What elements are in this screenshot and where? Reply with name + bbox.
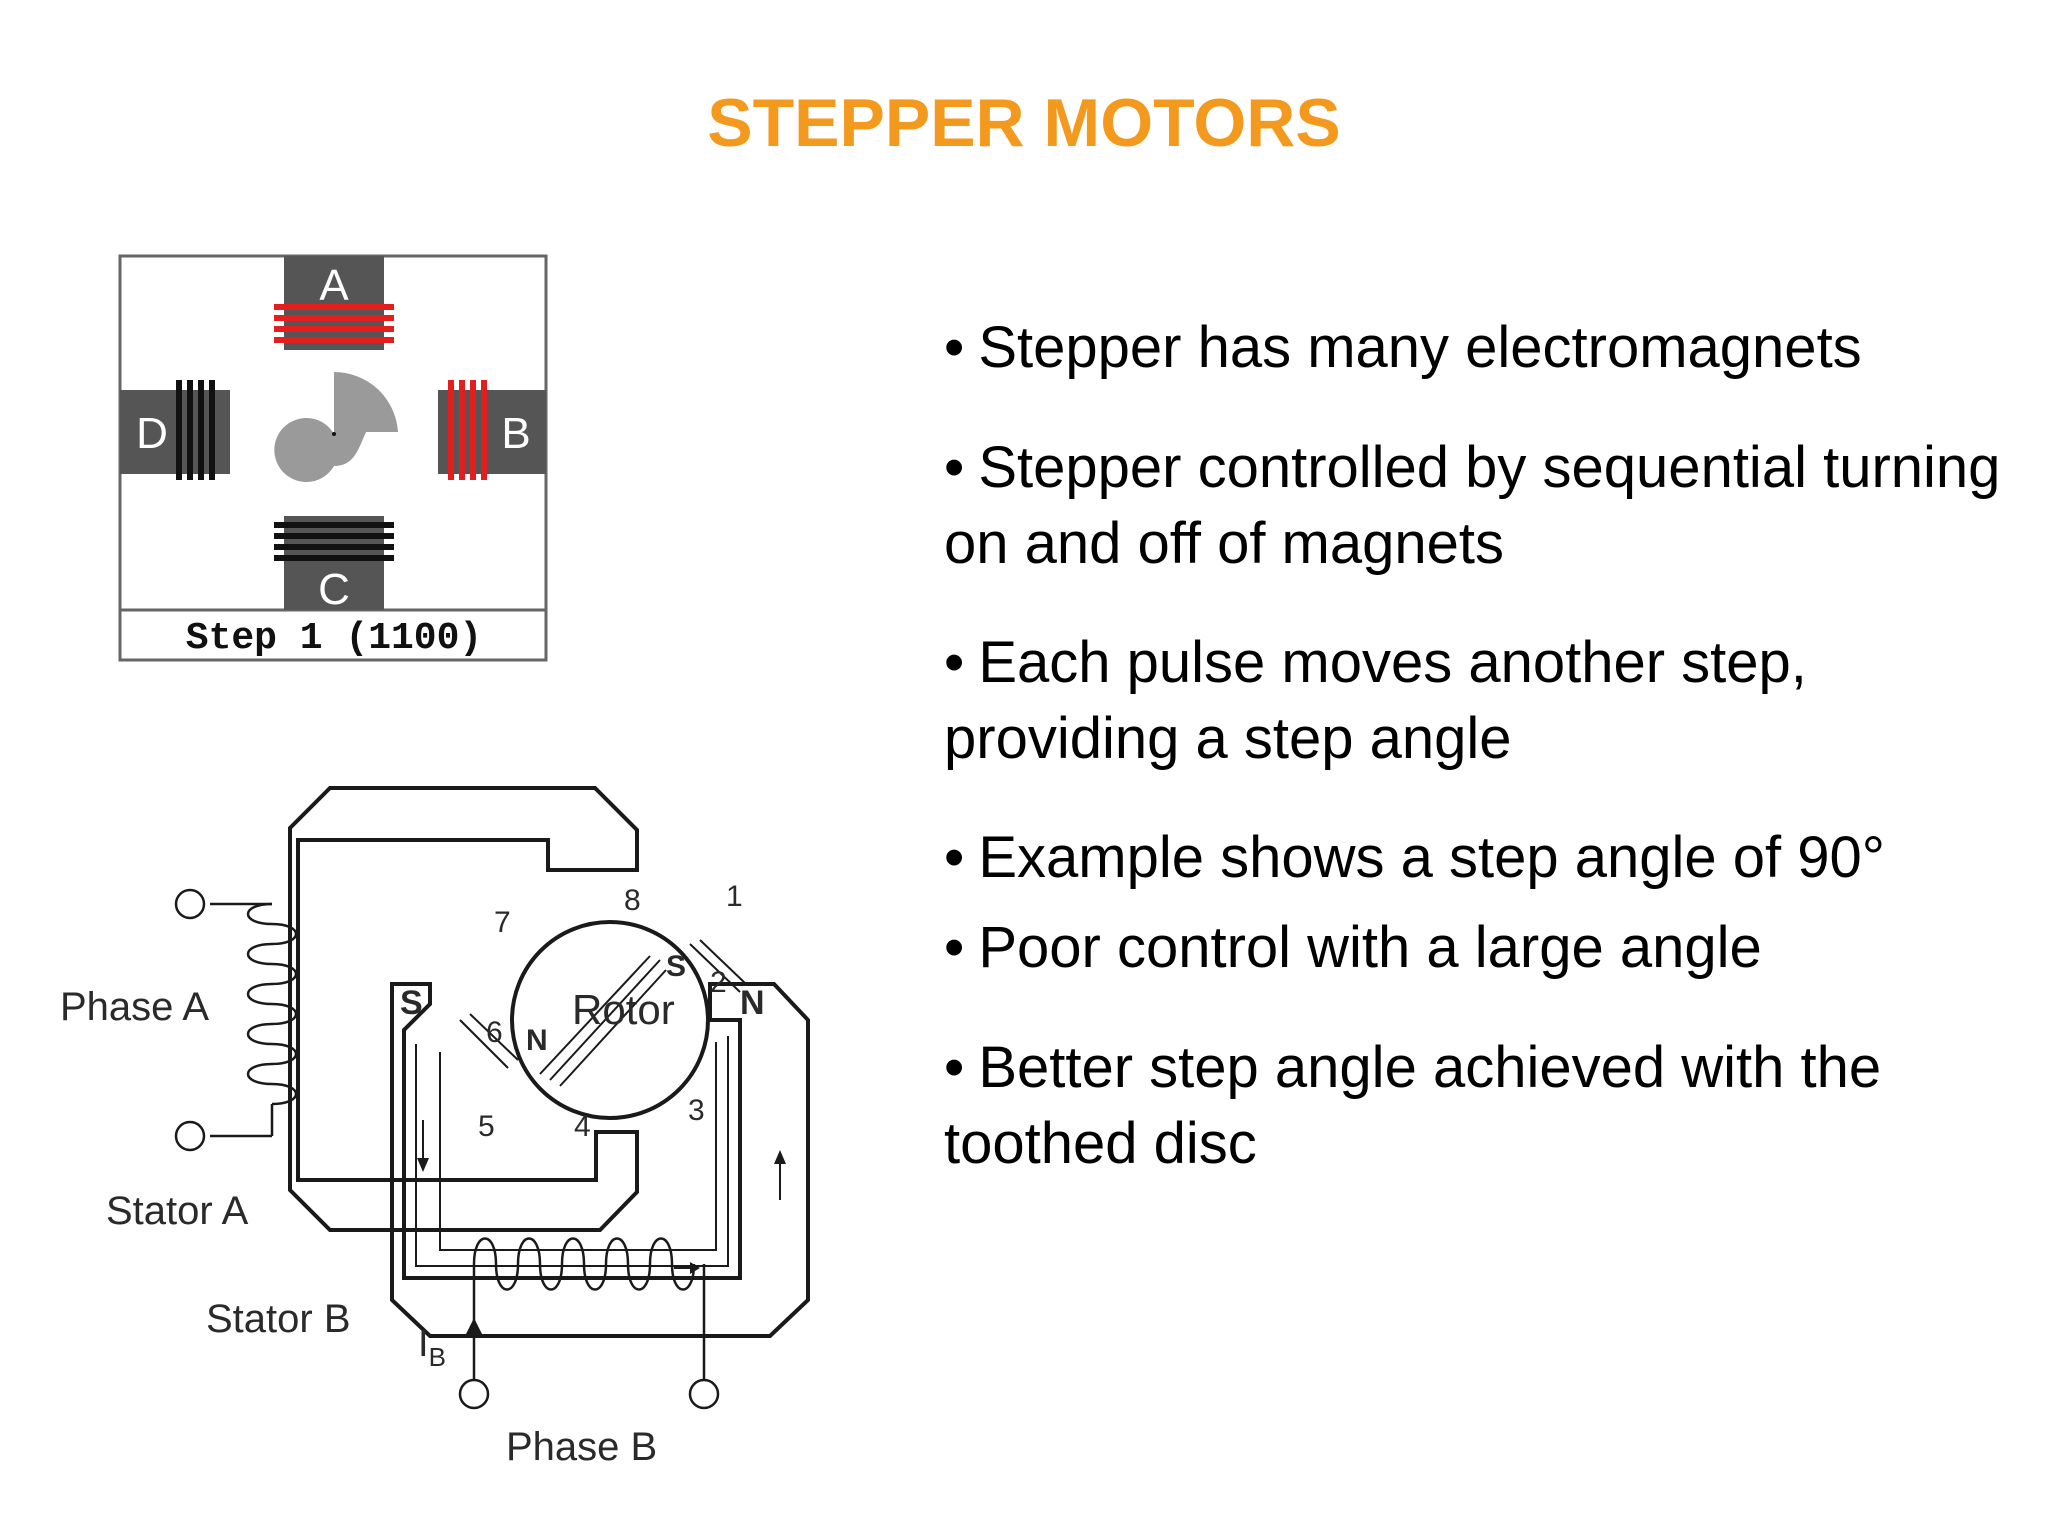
stator-b-outline (390, 982, 810, 1338)
current-b-label: IB (418, 1323, 446, 1372)
bullet-item: •Better step angle achieved with the too… (944, 1035, 1882, 1176)
rotor-label: Rotor (572, 986, 675, 1033)
position-4: 4 (574, 1110, 591, 1143)
phase-b-terminal-right (688, 1378, 720, 1410)
rotor-pole-n: N (526, 1024, 548, 1057)
stator-b-label: Stator B (206, 1297, 351, 1341)
phase-a-terminal-bottom (174, 1120, 206, 1152)
coil-c (274, 522, 394, 561)
pole-c-label: C (318, 565, 350, 614)
position-3: 3 (688, 1094, 705, 1127)
motor-diagram: Phase A Stator A Stator B Phase B Rotor … (60, 786, 810, 1469)
position-2: 2 (710, 966, 727, 999)
coil-a (274, 304, 394, 343)
stepper-animation-figure: Step 1 (1100) A C D B (118, 254, 548, 662)
slide-title: STEPPER MOTORS (707, 85, 1341, 161)
coil-b (448, 380, 487, 480)
pole-a (284, 256, 384, 350)
phase-b-coil (472, 1237, 696, 1291)
phase-a-terminal-top (174, 888, 206, 920)
pole-d-label: D (136, 409, 168, 458)
bullet-item: •Stepper has many electromagnets (944, 315, 1862, 380)
phase-a-label: Phase A (60, 985, 209, 1029)
position-6: 6 (486, 1016, 503, 1049)
pole-b-label: B (501, 409, 530, 458)
bullet-item: •Poor control with a large angle (944, 915, 1762, 980)
rotor-circle (510, 920, 710, 1120)
position-1: 1 (726, 880, 743, 913)
bullet-item: •Stepper controlled by sequential turnin… (944, 435, 2001, 576)
coil-d (176, 380, 215, 480)
pole-a-label: A (319, 261, 349, 310)
bullet-item: •Example shows a step angle of 90° (944, 825, 1885, 890)
phase-b-label: Phase B (506, 1425, 657, 1469)
current-b-arrow (466, 1318, 482, 1334)
step-caption: Step 1 (1100) (186, 617, 482, 660)
stator-b-left-pole-s: S (400, 984, 423, 1022)
rotor-center (332, 432, 336, 436)
rotor-pole-s: S (666, 950, 686, 983)
position-8: 8 (624, 884, 641, 917)
bullet-item: •Each pulse moves another step, providin… (944, 630, 1807, 771)
stator-a-label: Stator A (106, 1189, 249, 1233)
position-7: 7 (494, 906, 511, 939)
stator-a-outline (288, 786, 639, 1232)
pole-b (438, 390, 546, 474)
pole-c (284, 516, 384, 610)
phase-a-coil (246, 902, 298, 1106)
phase-b-terminal-left (458, 1378, 490, 1410)
position-5: 5 (478, 1110, 495, 1143)
rotor-shape (274, 371, 398, 482)
stator-b-right-pole-n: N (740, 984, 765, 1022)
